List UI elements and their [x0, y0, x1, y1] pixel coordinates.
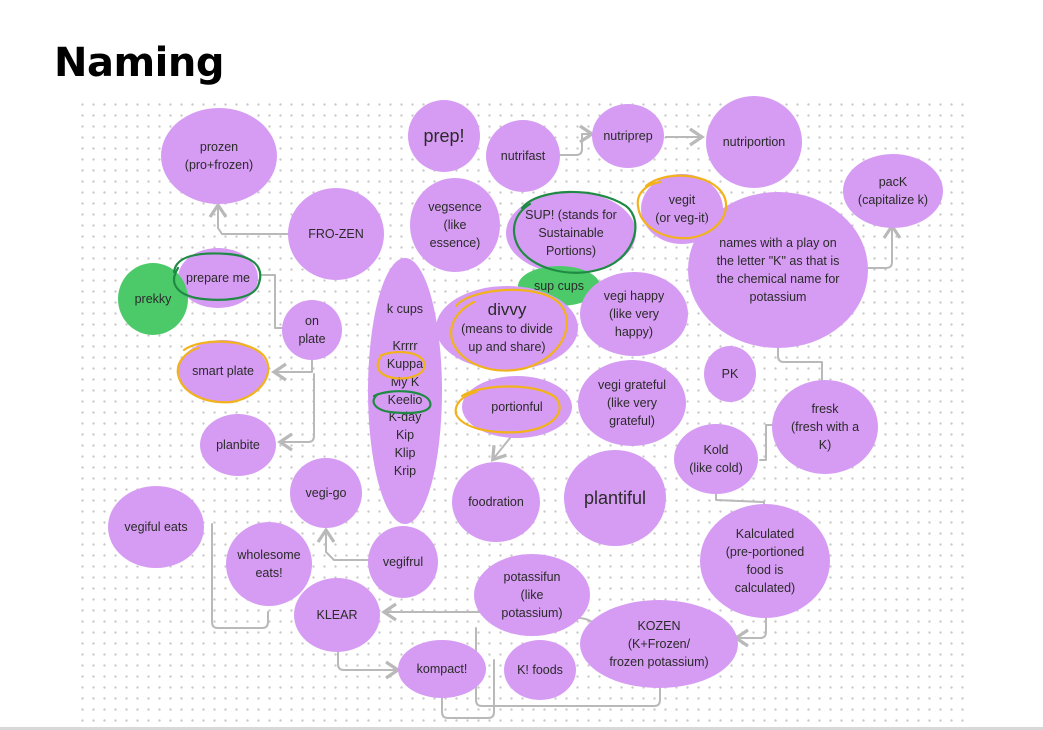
node-frozen[interactable]: FRO-ZEN: [288, 188, 384, 280]
node-vegi-happy[interactable]: vegi happy (like very happy): [580, 272, 688, 356]
node-k-foods[interactable]: K! foods: [504, 640, 576, 700]
node-k-list[interactable]: k cups Krrrr Kuppa My K Keelio K-day Kip…: [368, 258, 442, 524]
node-nutrifast[interactable]: nutrifast: [486, 120, 560, 192]
node-vegiful-eats[interactable]: vegiful eats: [108, 486, 204, 568]
page-title: Naming: [54, 40, 224, 86]
node-nutriprep[interactable]: nutriprep: [592, 104, 664, 168]
k-list-item: Kip: [395, 428, 415, 442]
node-foodration[interactable]: foodration: [452, 462, 540, 542]
node-prozen[interactable]: prozen (pro+frozen): [161, 108, 277, 204]
node-potassifun[interactable]: potassifun (like potassium): [474, 554, 590, 636]
node-vegsence[interactable]: vegsence (like essence): [410, 178, 500, 272]
bottom-divider: [0, 727, 1043, 730]
k-list-item: K-day: [388, 410, 422, 424]
k-list-item: k cups: [386, 302, 424, 316]
node-planbite[interactable]: planbite: [200, 414, 276, 476]
k-list-item: Klip: [394, 446, 416, 460]
node-pk[interactable]: PK: [704, 346, 756, 402]
node-klear[interactable]: KLEAR: [294, 578, 380, 652]
node-on-plate[interactable]: on plate: [282, 300, 342, 360]
node-nutriportion[interactable]: nutriportion: [706, 96, 802, 188]
node-kold[interactable]: Kold (like cold): [674, 424, 758, 494]
node-pack[interactable]: pacK (capitalize k): [843, 154, 943, 228]
node-names-k[interactable]: names with a play on the letter "K" as t…: [688, 192, 868, 348]
node-wholesome[interactable]: wholesome eats!: [226, 522, 312, 606]
node-smart-plate[interactable]: smart plate: [178, 340, 268, 402]
divvy-subtitle: (means to divide up and share): [461, 322, 553, 354]
node-kozen[interactable]: KOZEN (K+Frozen/ frozen potassium): [580, 600, 738, 688]
node-prep[interactable]: prep!: [408, 100, 480, 172]
node-vegi-go[interactable]: vegi-go: [290, 458, 362, 528]
k-list-item: My K: [390, 375, 420, 389]
node-portionful[interactable]: portionful: [462, 376, 572, 438]
node-plantiful[interactable]: plantiful: [564, 450, 666, 546]
node-kompact[interactable]: kompact!: [398, 640, 486, 698]
k-list-item: Keelio: [387, 393, 423, 407]
node-fresk[interactable]: fresk (fresh with a K): [772, 380, 878, 474]
node-sup[interactable]: SUP! (stands for Sustainable Portions): [506, 192, 636, 274]
node-divvy[interactable]: divvy (means to divide up and share): [436, 286, 578, 370]
node-kalculated[interactable]: Kalculated (pre-portioned food is calcul…: [700, 504, 830, 618]
node-prekky[interactable]: prekky: [118, 263, 188, 335]
k-list-item: Kuppa: [386, 357, 424, 371]
k-list-item: Krrrr: [392, 339, 418, 353]
k-list-item: Krip: [393, 464, 417, 478]
node-vegifrul[interactable]: vegifrul: [368, 526, 438, 598]
node-prepare-me[interactable]: prepare me: [178, 248, 258, 308]
node-vegi-grateful[interactable]: vegi grateful (like very grateful): [578, 360, 686, 446]
divvy-title: divvy: [487, 300, 527, 319]
